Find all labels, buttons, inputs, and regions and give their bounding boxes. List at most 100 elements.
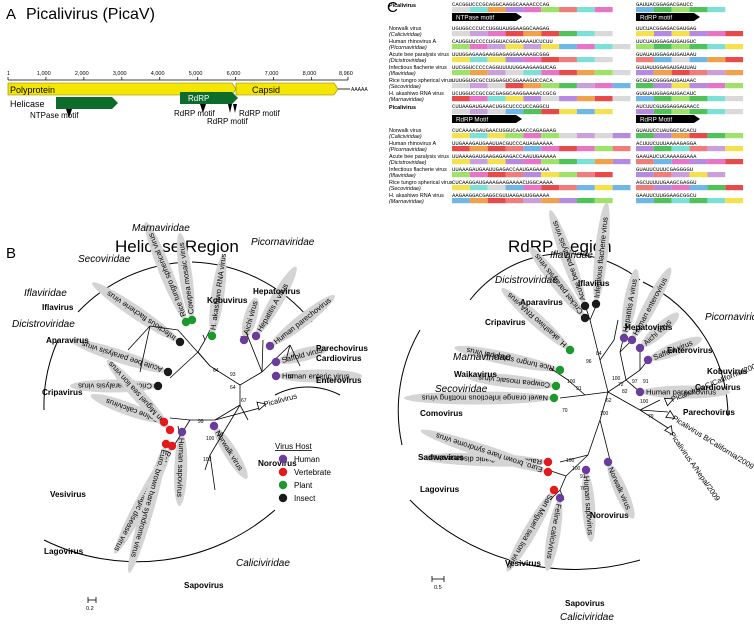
tree-branch [209,454,216,491]
bootstrap-value: 100 [203,457,212,463]
alignment-aa-cell [469,159,488,165]
helicase-tree-title: Helicase Region [115,237,239,256]
alignment-reference-label: Picalivirus [389,105,416,111]
reference-sequence-2: AUCUUCGUGGAGGAGAACC [636,103,700,110]
alignment-aa-cell [653,172,672,178]
alignment-aa-cell [707,198,726,204]
alignment-aa-cell [612,146,631,152]
motif-arrow-2 [636,115,700,123]
alignment-aa-cell [653,57,672,63]
alignment-aa-cell [487,31,506,37]
leaf-highlight [506,491,554,572]
tree-branch [599,339,615,361]
alignment-aa-cell [689,185,708,191]
host-dot [551,381,561,391]
alignment-row-virus: Human rhinovirus A [389,141,436,147]
tree-branch [239,371,263,386]
family-label: Picornaviridae [705,312,754,323]
alignment-aa-cell [725,198,744,204]
alignment-aa-cell [707,83,726,89]
alignment-aa-cell [594,172,613,178]
genus-label: Iflavirus [578,279,610,288]
rdrp-domain [180,92,238,104]
bootstrap-value: 76 [580,486,586,492]
host-dot [591,299,601,309]
leaf-highlight [549,210,586,305]
alignment-aa-cell [523,146,542,152]
tree-branch [139,325,151,373]
alignment-aa-cell [594,159,613,165]
alignment-aa-cell [505,57,524,63]
family-label: Secoviridae [435,384,488,395]
alignment-aa-cell [612,159,631,165]
rdrp-scale-bar: 0.5 [431,576,445,591]
alignment-aa-cell [707,159,726,165]
alignment-aa-cell [594,57,613,63]
rdrp-motif-label-3: RdRP motif [239,109,281,118]
host-dot [565,345,575,355]
leaf-highlight [466,373,555,390]
alignment-sequence-1: CAUGGUUCCCCUGGUACGGGAAAAUCUCUU [452,38,553,45]
panel-b-letter: B [6,245,16,262]
alignment-aa-cell [725,31,744,37]
virus-label: Human sapovirus [582,476,595,536]
alignment-aa-cell [689,198,708,204]
tree-branch [639,409,669,429]
alignment-aa-cell [671,96,690,102]
alignment-aa-cell [505,70,524,76]
alignment-aa-cell [594,185,613,191]
alignment-aa-cell [636,83,654,89]
alignment-row-family: (Caliciviridae) [389,134,422,140]
alignment-aa-cell [636,70,654,76]
host-dot [265,341,275,351]
alignment-aa-cell [452,57,470,63]
legend-swatch [278,467,288,477]
host-dot [177,427,187,437]
host-dot [271,371,281,381]
alignment-aa-cell [636,133,654,139]
alignment-aa-cell [469,146,488,152]
leaf-highlight [241,297,259,339]
leaf-highlight [632,267,672,339]
genus-label: Enterovirus [316,376,362,385]
rdrp-motif-marker-3 [233,104,237,113]
poly-a-tail: AAAAA [351,87,368,93]
alignment-aa-cell [541,83,560,89]
helicase-scale-label: 0.2 [86,606,94,612]
ruler-tick-label: 2,000 [75,71,89,77]
alignment-aa-cell [541,146,560,152]
alignment-aa-cell [487,83,506,89]
alignment-row-virus: Infectious flacherie virus [389,65,447,71]
alignment-aa-cell [653,70,672,76]
reference-aa-cell [594,109,613,115]
legend-swatch [278,480,288,490]
alignment-aa-cell [671,146,690,152]
host-dot [555,493,565,503]
family-label: Dicistroviridae [495,275,558,286]
host-dot [153,381,163,391]
alignment-aa-cell [689,57,708,63]
alignment-sequence-1: UCUGGUCCGCCGCGAGGCAAGGAAAACCGCG [452,90,557,97]
tree-branch [589,305,597,321]
alignment-row-family: (Secoviridae) [389,186,421,192]
capsid-bar [235,82,339,96]
legend-label: Human [294,455,320,464]
alignment-row-family: (Dicistroviridae) [389,58,427,64]
alignment-aa-cell [469,83,488,89]
reference-aa-cell [452,7,470,13]
reference-aa-cell [487,7,506,13]
alignment-aa-cell [523,57,542,63]
tree-branch [639,409,669,413]
virus-leaf: Picalivirus [263,391,299,409]
alignment-aa-cell [636,146,654,152]
alignment-sequence-2: AGCUUUUUGAAGCGAGGU [636,179,696,186]
tree-branch [204,329,211,341]
leaf-highlight [176,232,195,319]
rdrp-motif-marker-2 [228,104,232,113]
alignment-sequence-1: UGUGGCCCUCCUGGUAUGGAAGGCAAGAG [452,25,550,32]
motif-arrow-2 [636,13,700,21]
tree-branch [149,325,179,331]
alignment-aa-cell [671,70,690,76]
ruler-tick-label: 1,000 [37,71,51,77]
